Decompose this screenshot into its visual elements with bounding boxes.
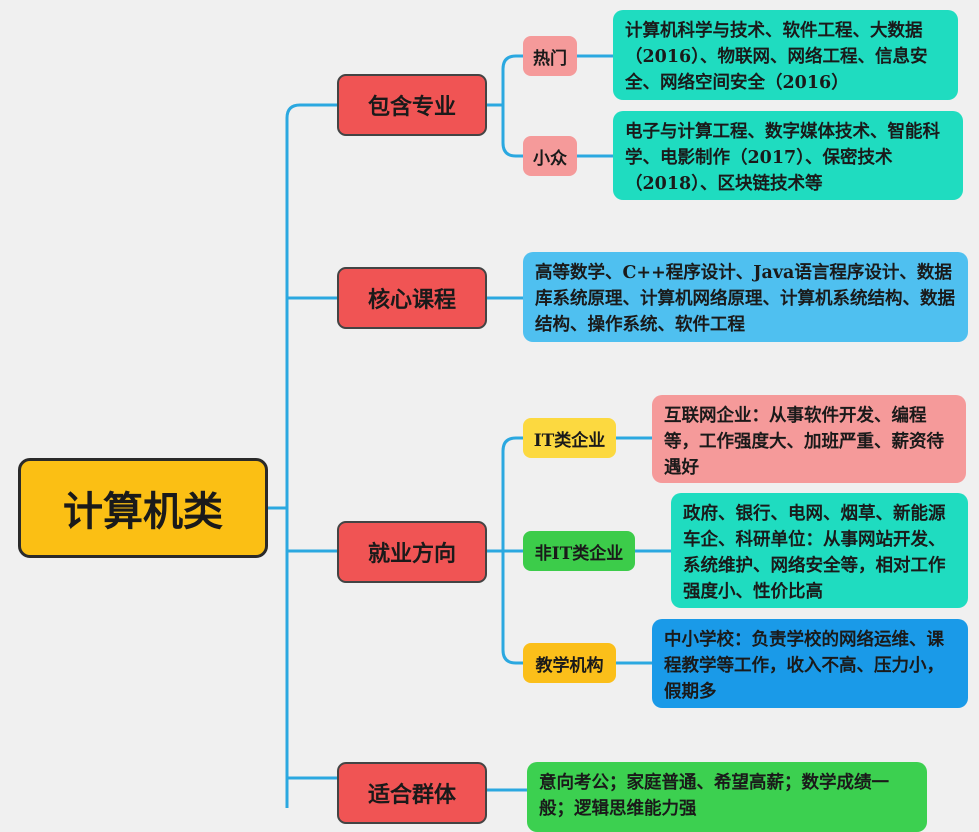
node-it[interactable]: IT类企业 xyxy=(523,418,616,458)
leaf-it-text: 互联网企业：从事软件开发、编程等，工作强度大、加班严重、薪资待遇好 xyxy=(664,406,944,478)
root-label: 计算机类 xyxy=(63,488,223,535)
connector-lines xyxy=(268,54,671,808)
leaf-popular-text: 计算机科学与技术、软件工程、大数据（2016）、物联网、网络工程、信息安全、网络… xyxy=(625,21,928,93)
node-courses[interactable]: 核心课程 xyxy=(337,267,487,329)
node-niche[interactable]: 小众 xyxy=(523,136,577,176)
node-popular-label: 热门 xyxy=(533,48,567,69)
node-education-label: 教学机构 xyxy=(535,655,604,676)
node-audience-label: 适合群体 xyxy=(367,782,456,808)
leaf-education: 中小学校：负责学校的网络运维、课程教学等工作，收入不高、压力小，假期多 xyxy=(652,619,968,708)
node-niche-label: 小众 xyxy=(533,148,567,169)
node-courses-label: 核心课程 xyxy=(367,287,456,313)
node-majors[interactable]: 包含专业 xyxy=(337,74,487,136)
root-node[interactable]: 计算机类 xyxy=(18,458,268,558)
node-education[interactable]: 教学机构 xyxy=(523,643,616,683)
leaf-non-it: 政府、银行、电网、烟草、新能源车企、科研单位：从事网站开发、系统维护、网络安全等… xyxy=(671,493,968,608)
leaf-education-text: 中小学校：负责学校的网络运维、课程教学等工作，收入不高、压力小，假期多 xyxy=(664,630,944,702)
leaf-courses-text: 高等数学、C++程序设计、Java语言程序设计、数据库系统原理、计算机网络原理、… xyxy=(535,263,955,335)
leaf-niche-text: 电子与计算工程、数字媒体技术、智能科学、电影制作（2017）、保密技术（2018… xyxy=(625,122,940,194)
node-majors-label: 包含专业 xyxy=(367,94,456,120)
node-non-it[interactable]: 非IT类企业 xyxy=(523,531,635,571)
leaf-audience-text: 意向考公；家庭普通、希望高薪；数学成绩一般；逻辑思维能力强 xyxy=(539,773,889,819)
node-careers[interactable]: 就业方向 xyxy=(337,521,487,583)
leaf-courses: 高等数学、C++程序设计、Java语言程序设计、数据库系统原理、计算机网络原理、… xyxy=(523,252,968,342)
leaf-niche-majors: 电子与计算工程、数字媒体技术、智能科学、电影制作（2017）、保密技术（2018… xyxy=(613,111,963,200)
leaf-non-it-text: 政府、银行、电网、烟草、新能源车企、科研单位：从事网站开发、系统维护、网络安全等… xyxy=(683,504,946,602)
leaf-popular-majors: 计算机科学与技术、软件工程、大数据（2016）、物联网、网络工程、信息安全、网络… xyxy=(613,10,958,100)
node-audience[interactable]: 适合群体 xyxy=(337,762,487,824)
node-it-label: IT类企业 xyxy=(533,430,606,451)
node-careers-label: 就业方向 xyxy=(367,541,456,567)
node-popular[interactable]: 热门 xyxy=(523,36,577,76)
leaf-audience: 意向考公；家庭普通、希望高薪；数学成绩一般；逻辑思维能力强 xyxy=(527,762,927,832)
node-non-it-label: 非IT类企业 xyxy=(534,543,624,564)
leaf-it: 互联网企业：从事软件开发、编程等，工作强度大、加班严重、薪资待遇好 xyxy=(652,395,966,483)
